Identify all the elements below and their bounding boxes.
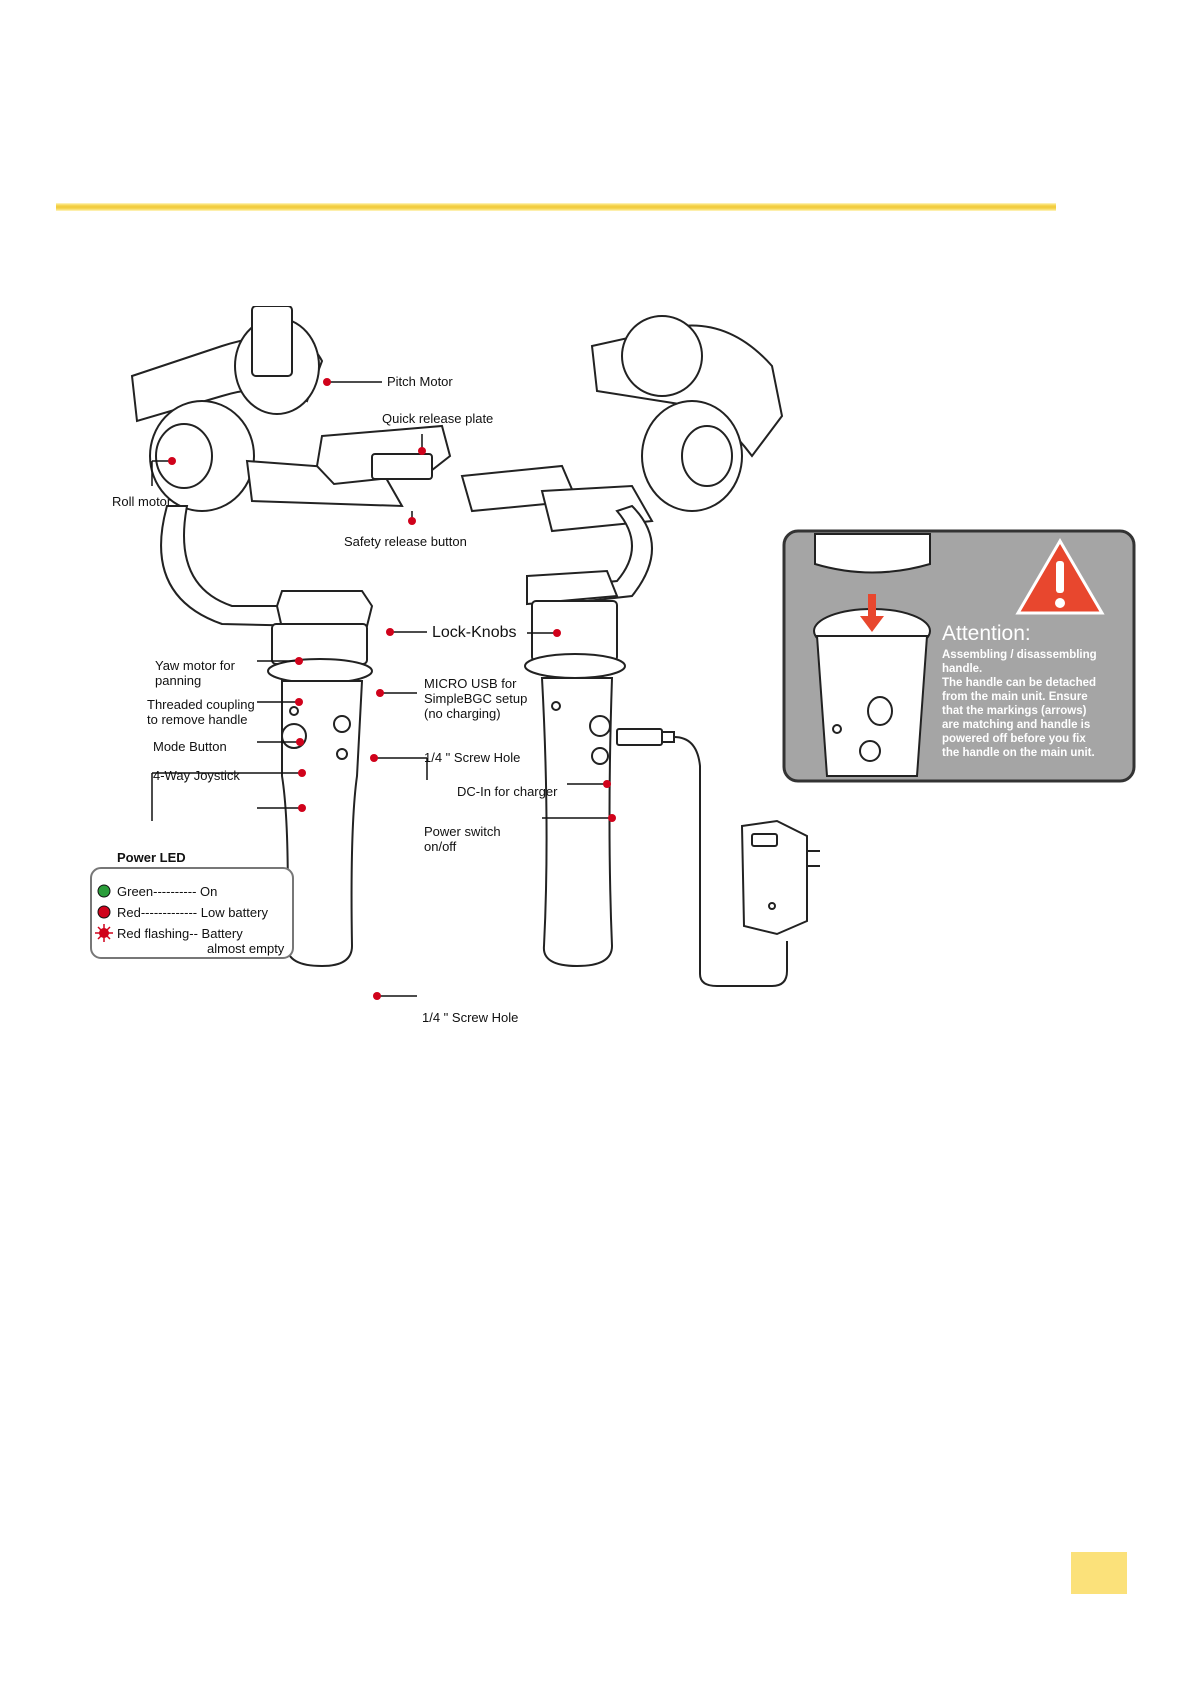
label-safety-release-button: Safety release button	[344, 534, 467, 549]
label-screw-hole-side: 1/4 " Screw Hole	[424, 750, 520, 765]
label-threaded-coupling-2: to remove handle	[147, 712, 247, 727]
attention-title: Attention:	[942, 622, 1031, 645]
label-power-switch-2: on/off	[424, 839, 457, 854]
legend-red: Red------------- Low battery	[117, 905, 268, 920]
green-dot-icon	[97, 884, 111, 898]
label-lock-knobs: Lock-Knobs	[432, 624, 517, 641]
page-number-badge	[1071, 1552, 1127, 1594]
label-screw-hole-bottom: 1/4 " Screw Hole	[422, 1010, 518, 1025]
gimbal-back-illustration	[460, 315, 784, 968]
label-roll-motor: Roll motor	[112, 494, 172, 509]
label-micro-usb-1: MICRO USB for	[424, 676, 517, 691]
label-dc-in: DC-In for charger	[457, 784, 558, 799]
label-threaded-coupling-1: Threaded coupling	[147, 697, 255, 712]
red-flash-icon	[95, 924, 113, 942]
header-rule	[56, 203, 1056, 211]
attention-line-8: the handle on the main unit.	[942, 747, 1095, 759]
attention-line-3: The handle can be detached	[942, 677, 1096, 689]
gimbal-front-illustration	[130, 306, 452, 968]
led-legend: Green---------- On Red------------- Low …	[90, 867, 294, 959]
attention-line-1: Assembling / disassembling	[942, 649, 1097, 661]
label-micro-usb-2: SimpleBGC setup	[424, 691, 527, 706]
attention-line-2: handle.	[942, 663, 982, 675]
attention-line-4: from the main unit. Ensure	[942, 691, 1088, 703]
attention-panel: Attention: Assembling / disassembling ha…	[782, 529, 1136, 783]
red-dot-icon	[97, 905, 111, 919]
label-power-switch-1: Power switch	[424, 824, 501, 839]
callout-dots	[168, 378, 616, 1000]
label-quick-release-plate: Quick release plate	[382, 411, 493, 426]
label-micro-usb-3: (no charging)	[424, 706, 501, 721]
attention-line-6: are matching and handle is	[942, 719, 1090, 731]
label-yaw-motor-2: panning	[155, 673, 201, 688]
legend-red-flashing-2: almost empty	[207, 941, 285, 956]
label-4-way-joystick: 4-Way Joystick	[153, 768, 240, 783]
gimbal-diagram: Pitch Motor Quick release plate Roll mot…	[72, 306, 1142, 1051]
label-power-led: Power LED	[117, 850, 186, 865]
warning-icon	[1015, 538, 1105, 615]
legend-green: Green---------- On	[117, 884, 217, 899]
label-yaw-motor-1: Yaw motor for	[155, 658, 236, 673]
legend-red-flashing: Red flashing-- Battery	[117, 926, 243, 941]
charger-illustration	[616, 728, 820, 987]
attention-line-5: that the markings (arrows)	[942, 705, 1087, 717]
label-pitch-motor: Pitch Motor	[387, 374, 453, 389]
label-mode-button: Mode Button	[153, 739, 227, 754]
attention-line-7: powered off before you fix	[942, 733, 1086, 745]
